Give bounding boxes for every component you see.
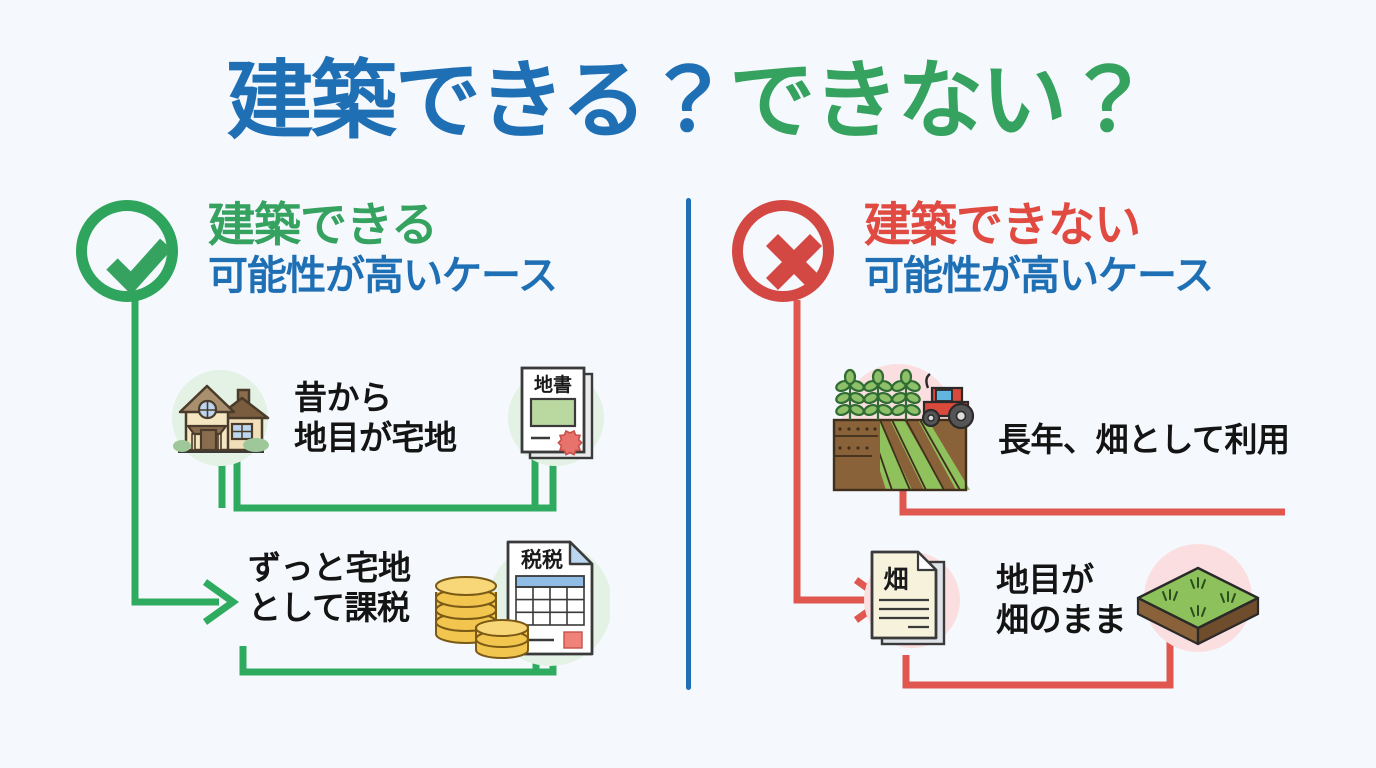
list-item-label-line1: ずっと宅地 [248,548,411,587]
left-heading-line1: 建築できる [208,198,438,253]
list-item-label-line2: として課税 [248,587,410,627]
list-item: 長年、畑として利用 [820,358,1290,498]
tractor-icon [921,373,975,430]
list-item: 畑 地目が 畑のまま [852,540,1127,660]
list-item-label-line2: 畑のまま [996,600,1127,639]
check-circle-icon [76,200,178,302]
list-item-label: 地目が 畑のまま [996,560,1127,639]
left-heading-line2: 可能性が高いケース [208,252,558,299]
panel-can-build: 建築できる 可能性が高いケース [60,190,680,730]
center-divider [686,198,691,690]
list-item-label: 長年、畑として利用 [998,420,1290,460]
house-icon [160,358,280,478]
right-heading-line1: 建築できない [864,198,1141,253]
list-item-label: ずっと宅地 として課税 [248,548,411,627]
tax-document-icon: 税税 [435,540,612,666]
farm-field-tractor-icon [820,358,980,498]
list-item-label-line1: 長年、畑として利用 [998,420,1290,460]
document-title-text: 税税 [521,548,563,572]
panel-cannot-build: 建築できない 可能性が高いケース [716,190,1356,730]
list-item-label-line1: 地目が [996,560,1094,600]
list-item-label-line2: 地目が宅地 [294,418,457,457]
list-item: 昔から 地目が宅地 [160,358,457,478]
list-item-label: 昔から 地目が宅地 [294,378,457,457]
right-heading-line2: 可能性が高いケース [864,252,1214,299]
x-circle-icon [732,200,834,302]
document-title-text: 畑 [883,565,908,594]
left-heading: 建築できる 可能性が高いケース [208,198,558,299]
list-item-label-line1: 昔から [294,378,392,418]
land-plot-icon [1128,540,1268,660]
list-item: ずっと宅地 として課税 [248,548,411,627]
tax-and-coins-icon-group: 税税 [430,534,612,674]
land-register-document-icon: 地書 [496,358,616,478]
coins-icon [435,576,529,659]
field-document-icon: 畑 [852,540,972,660]
page-title-blue: 建築できる？ [226,51,731,151]
page-title-green: できない？ [729,51,1151,151]
page-title: 建築できる？できない？ [0,58,1376,144]
right-heading: 建築できない 可能性が高いケース [864,198,1214,299]
document-title-text: 地書 [534,373,572,396]
